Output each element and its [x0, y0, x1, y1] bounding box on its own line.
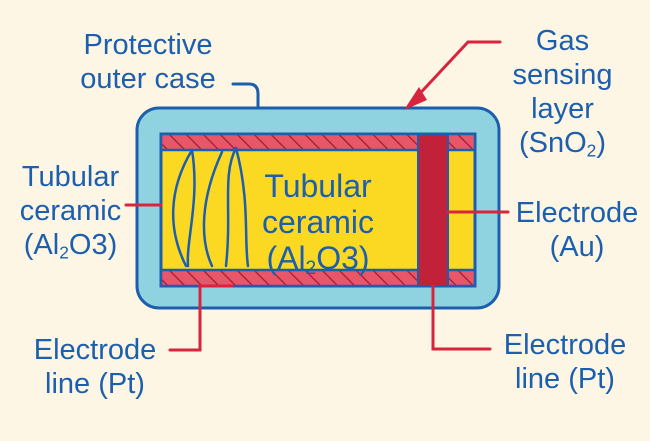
electrode-au-line1: Electrode	[515, 197, 639, 229]
electrode-au-bar	[417, 133, 449, 287]
label-electrode-line-left: Electrode line (Pt)	[20, 333, 170, 401]
pointer-gas-layer	[410, 40, 502, 104]
gas-line2: sensing	[512, 59, 613, 91]
electrode-line-left-2: line (Pt)	[45, 368, 145, 400]
label-electrode-au: Electrode (Au)	[510, 196, 644, 264]
pointer-protective-case	[231, 82, 260, 110]
pointer-lines	[124, 40, 510, 352]
protective-line2: outer case	[80, 63, 216, 95]
arrowhead-gas-layer	[404, 87, 427, 110]
protective-line1: Protective	[83, 29, 213, 61]
pointer-electrode-line-right	[431, 284, 492, 351]
electrode-au-line2: (Au)	[549, 231, 605, 263]
tubular-left-formula: (Al2O3)	[23, 229, 118, 263]
label-electrode-line-right: Electrode line (Pt)	[492, 328, 638, 396]
electrode-line-right-2: line (Pt)	[515, 363, 615, 395]
pointer-electrode-line-left	[168, 284, 234, 352]
tubular-center-line2: ceramic	[261, 204, 374, 240]
label-protective-outer-case: Protective outer case	[68, 28, 228, 96]
tubular-center-formula: (Al2O3)	[266, 240, 370, 279]
tubular-center-line1: Tubular	[264, 168, 372, 204]
heater-coil	[172, 146, 250, 268]
tubular-left-line2: ceramic	[19, 195, 122, 227]
gas-line1: Gas	[535, 25, 590, 57]
electrode-line-right-1: Electrode	[503, 329, 627, 361]
label-tubular-ceramic-left: Tubular ceramic (Al2O3)	[8, 160, 133, 262]
label-tubular-ceramic-center: Tubular ceramic (Al2O3)	[248, 168, 388, 279]
label-gas-sensing-layer: Gas sensing layer (SnO2)	[505, 24, 620, 160]
electrode-strip-top	[159, 132, 477, 152]
gas-formula: (SnO2)	[518, 127, 607, 161]
electrode-strip-bottom	[159, 268, 477, 288]
electrode-line-left-1: Electrode	[33, 334, 157, 366]
tubular-left-line1: Tubular	[21, 161, 120, 193]
gas-line3: layer	[531, 93, 594, 125]
